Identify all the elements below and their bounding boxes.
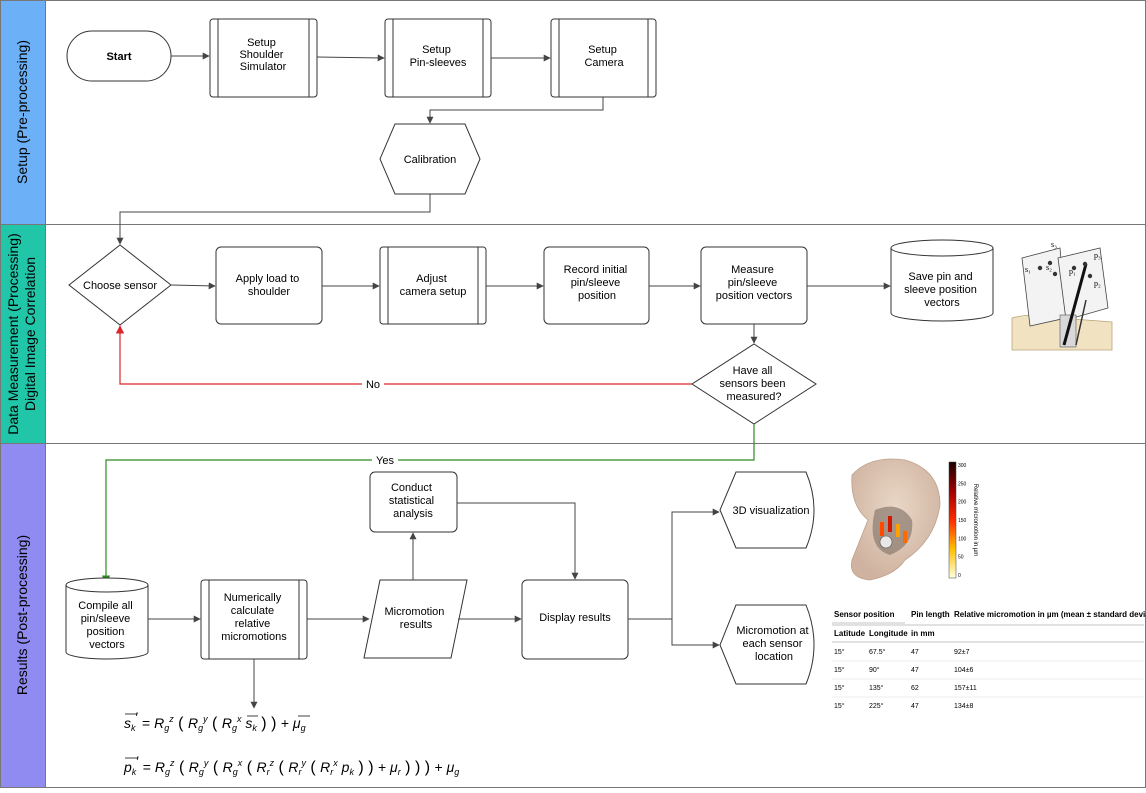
table-subheader-latitude: Latitude — [834, 629, 866, 638]
node-start: Start — [67, 31, 171, 81]
table-cell: 157±11 — [954, 685, 977, 692]
node-apply-load: Apply load to shoulder — [216, 247, 322, 324]
node-setup-shoulder-simulator: Setup Shoulder Simulator — [210, 19, 317, 97]
lane-title-setup: Setup (Pre-processing) — [14, 40, 30, 184]
svg-text:Start: Start — [106, 51, 131, 63]
lane-title-results: Results (Post-processing) — [14, 535, 30, 695]
table-cell: 47 — [911, 649, 919, 656]
table-subheader-longitude: Longitude — [869, 629, 908, 638]
svg-text:s₂: s₂ — [1046, 263, 1052, 272]
table-cell: 47 — [911, 703, 919, 710]
table-subheader-in-mm: in mm — [911, 629, 935, 638]
node-choose-sensor: Choose sensor — [69, 245, 171, 325]
svg-text:s₁: s₁ — [1025, 265, 1031, 274]
svg-text:Calibration: Calibration — [404, 154, 457, 166]
colorbar-tick: 300 — [958, 463, 967, 469]
node-adjust-camera: Adjust camera setup — [380, 247, 486, 324]
table-cell: 62 — [911, 685, 919, 692]
table-cell: 225° — [869, 702, 884, 710]
table-header-pin-length: Pin length — [911, 610, 950, 619]
table-cell: 15° — [834, 648, 845, 656]
svg-text:Choose sensor: Choose sensor — [83, 280, 157, 292]
node-save-vectors: Save pin and sleeve position vectors — [891, 240, 993, 321]
node-measure-vectors: Measure pin/sleeve position vectors — [701, 247, 807, 324]
node-have-all-measured: Have all sensors been measured? — [692, 344, 816, 424]
colorbar-tick: 0 — [958, 573, 961, 579]
svg-text:s₃: s₃ — [1051, 240, 1057, 249]
table-header-micromotion: Relative micromotion in µm (mean ± stand… — [954, 610, 1146, 619]
node-3d-visualization: 3D visualization — [720, 472, 814, 548]
svg-text:p₂: p₂ — [1094, 279, 1101, 288]
node-micromotion-each-sensor: Micromotion at each sensor location — [720, 605, 814, 684]
setup-connectors — [120, 56, 603, 244]
lane-title-measurement: Data Measurement (Processing) — [5, 233, 21, 435]
colorbar-tick: 50 — [958, 555, 964, 561]
node-micromotion-results: Micromotion results — [364, 580, 467, 658]
svg-text:Setup Camera: Setup Camera — [584, 44, 624, 69]
no-label: No — [366, 379, 380, 391]
table-cell: 135° — [869, 684, 884, 692]
table-cell: 15° — [834, 702, 845, 710]
table-cell: 92±7 — [954, 649, 970, 656]
colorbar-label: Relative micromotion in µm — [972, 484, 978, 556]
colorbar-tick: 250 — [958, 481, 967, 487]
node-record-initial: Record initial pin/sleeve position — [544, 247, 649, 324]
svg-text:sk′ = Rgz ( Rgy ( Rgx sk ) ) +: sk′ = Rgz ( Rgy ( Rgx sk ) ) + μg — [124, 709, 306, 733]
node-statistical-analysis: Conduct statistical analysis — [370, 472, 457, 532]
yes-label: Yes — [376, 455, 394, 467]
node-display-results: Display results — [522, 580, 628, 659]
colorbar-tick: 150 — [958, 518, 967, 524]
table-header-sensor-position: Sensor position — [834, 610, 895, 619]
node-compile-vectors: Compile all pin/sleeve position vectors — [66, 578, 148, 659]
bone-3d-visualization: 300 250 200 150 100 50 0 Relative micromotion … — [851, 459, 978, 580]
node-setup-camera: Setup Camera — [551, 19, 656, 97]
results-table: Sensor position Pin length Relative micr… — [832, 610, 1146, 710]
table-cell: 15° — [834, 684, 845, 692]
table-cell: 134±8 — [954, 703, 974, 710]
svg-text:Conduct statistical: Conduct statistical analysis — [389, 482, 437, 520]
colorbar-tick: 200 — [958, 500, 967, 506]
colorbar-tick: 100 — [958, 536, 967, 542]
node-setup-pin-sleeves: Setup Pin-sleeves — [385, 19, 491, 97]
lane-subtitle-measurement: Digital Image Correlation — [22, 257, 38, 411]
table-cell: 90° — [869, 666, 880, 674]
table-cell: 47 — [911, 667, 919, 674]
equations: sk′ = Rgz ( Rgy ( Rgx sk ) ) + μg pk′ = … — [123, 709, 459, 777]
table-cell: 104±6 — [954, 667, 974, 674]
no-arrow — [120, 326, 692, 384]
node-calibration: Calibration — [380, 124, 480, 194]
svg-text:p₃: p₃ — [1094, 251, 1101, 260]
svg-text:p₁: p₁ — [1069, 267, 1076, 276]
svg-text:Display results: Display results — [539, 612, 611, 624]
svg-text:3D visualization: 3D visualization — [732, 505, 809, 517]
node-numerically-calculate: Numerically calculate relative micromoti… — [201, 580, 307, 659]
sensor-pins-illustration: s₁ s₂ s₃ p₁ p₂ p₃ — [1012, 238, 1112, 350]
table-cell: 15° — [834, 666, 845, 674]
table-cell: 67.5° — [869, 648, 886, 656]
svg-text:pk′ = Rgz ( Rgy ( Rgx ( Rrz (: pk′ = Rgz ( Rgy ( Rgx ( Rrz ( Rry ( Rrx … — [123, 753, 459, 777]
